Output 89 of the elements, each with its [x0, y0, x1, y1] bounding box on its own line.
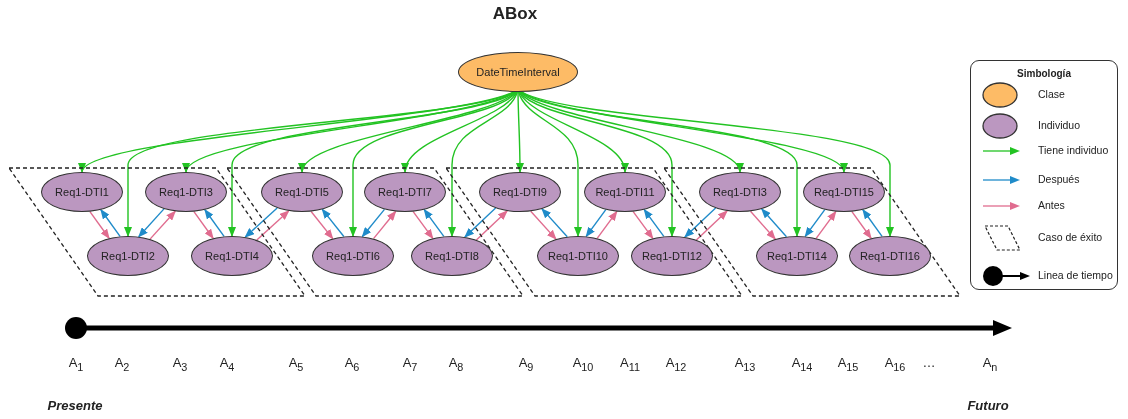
individual-ellipse: Req1-DTI9 [479, 172, 561, 212]
arrow [520, 91, 845, 173]
arrow [349, 91, 518, 237]
arrow [862, 208, 883, 238]
arrow [518, 91, 627, 173]
arrow [412, 210, 434, 240]
timeline-start-label: Presente [47, 398, 103, 413]
legend-label: Antes [1038, 199, 1065, 211]
arrow [530, 210, 557, 240]
arrow [515, 91, 524, 173]
individual-ellipse: Req1-DTI16 [849, 236, 931, 276]
arrow [761, 208, 788, 238]
arrow [89, 210, 110, 240]
individual-ellipse: Req1-DTI12 [631, 236, 713, 276]
legend-label: Después [1038, 173, 1080, 185]
legend-label: Clase [1038, 88, 1065, 100]
individual-ellipse: Req1-DTI3 [145, 172, 227, 212]
individual-ellipse: Req1-DTI11 [584, 172, 666, 212]
time-label: A$_{13}$ [734, 355, 756, 373]
individual-ellipse: Req1-DTI8 [411, 236, 493, 276]
individual-ellipse: Req1-DTI15 [803, 172, 885, 212]
arrow [518, 91, 676, 237]
arrow [695, 210, 728, 241]
time-label: A$_{6}$ [344, 355, 360, 373]
arrow [804, 209, 826, 238]
individual-ellipse: Req1-DTI4 [191, 236, 273, 276]
arrow [321, 208, 345, 238]
individual-ellipse: Req1-DTI2 [87, 236, 169, 276]
individual-ellipse: Req1-DTI14 [756, 236, 838, 276]
arrow [684, 207, 717, 238]
legend-heading: Simbología [1017, 68, 1071, 79]
time-label: A$_{4}$ [219, 355, 235, 373]
individual-ellipse: Req1-DTI1 [41, 172, 123, 212]
timeline-end-label: Futuro [967, 398, 1009, 413]
arrow [585, 209, 607, 238]
time-label: A$_{10}$ [572, 355, 594, 373]
arrow [520, 91, 801, 237]
arrow [448, 91, 519, 237]
legend-label: Linea de tiempo [1038, 269, 1113, 281]
arrow [228, 91, 516, 237]
arrow [521, 91, 894, 237]
time-label: A$_{16}$ [884, 355, 906, 373]
arrow [423, 208, 445, 238]
arrow [204, 208, 225, 238]
arrow [372, 210, 397, 240]
arrow [361, 208, 386, 238]
arrow [244, 207, 278, 238]
arrow [403, 91, 518, 173]
arrow [519, 91, 741, 173]
arrow [310, 210, 334, 240]
time-label: A$_{3}$ [172, 355, 188, 373]
time-label: A$_{11}$ [620, 355, 640, 373]
arrow [100, 208, 121, 238]
individual-ellipse: Req1-DTI6 [312, 236, 394, 276]
arrow [301, 91, 517, 173]
ellipsis-label: … [922, 355, 936, 370]
time-label: A$_{12}$ [665, 355, 687, 373]
time-label: A$_{2}$ [114, 355, 130, 373]
arrow [464, 207, 497, 238]
time-label: A$_{7}$ [402, 355, 418, 373]
arrow [517, 91, 582, 237]
individual-ellipse: Req1-DTI5 [261, 172, 343, 212]
arrow [596, 210, 618, 239]
individual-ellipse: Req1-DTI7 [364, 172, 446, 212]
arrow [256, 210, 290, 241]
time-label: A$_{9}$ [518, 355, 534, 373]
arrow [541, 208, 568, 238]
individual-ellipse: Req1-DTI10 [537, 236, 619, 276]
legend-label: Caso de éxito [1038, 231, 1103, 243]
individual-ellipse: Req1-DTI3 [699, 172, 781, 212]
legend-label: Tiene individuo [1038, 144, 1109, 156]
arrow [749, 210, 776, 240]
arrow [815, 210, 837, 239]
diagram-title: ABox [492, 4, 538, 24]
time-label: A$_{15}$ [837, 355, 859, 373]
class-ellipse: DateTimeInterval [458, 52, 578, 92]
arrow [193, 210, 214, 240]
arrow [632, 210, 654, 240]
time-label: A$_{5}$ [288, 355, 304, 373]
time-label: A$_{8}$ [448, 355, 464, 373]
time-label: A$_{1}$ [68, 355, 84, 373]
arrow [643, 208, 665, 238]
time-label: A$_{n}$ [982, 355, 998, 373]
time-label: A$_{14}$ [791, 355, 813, 373]
arrow [475, 210, 508, 241]
legend-label: Individuo [1038, 119, 1081, 131]
arrow [138, 208, 165, 238]
arrow [149, 210, 176, 240]
arrow [851, 210, 872, 240]
